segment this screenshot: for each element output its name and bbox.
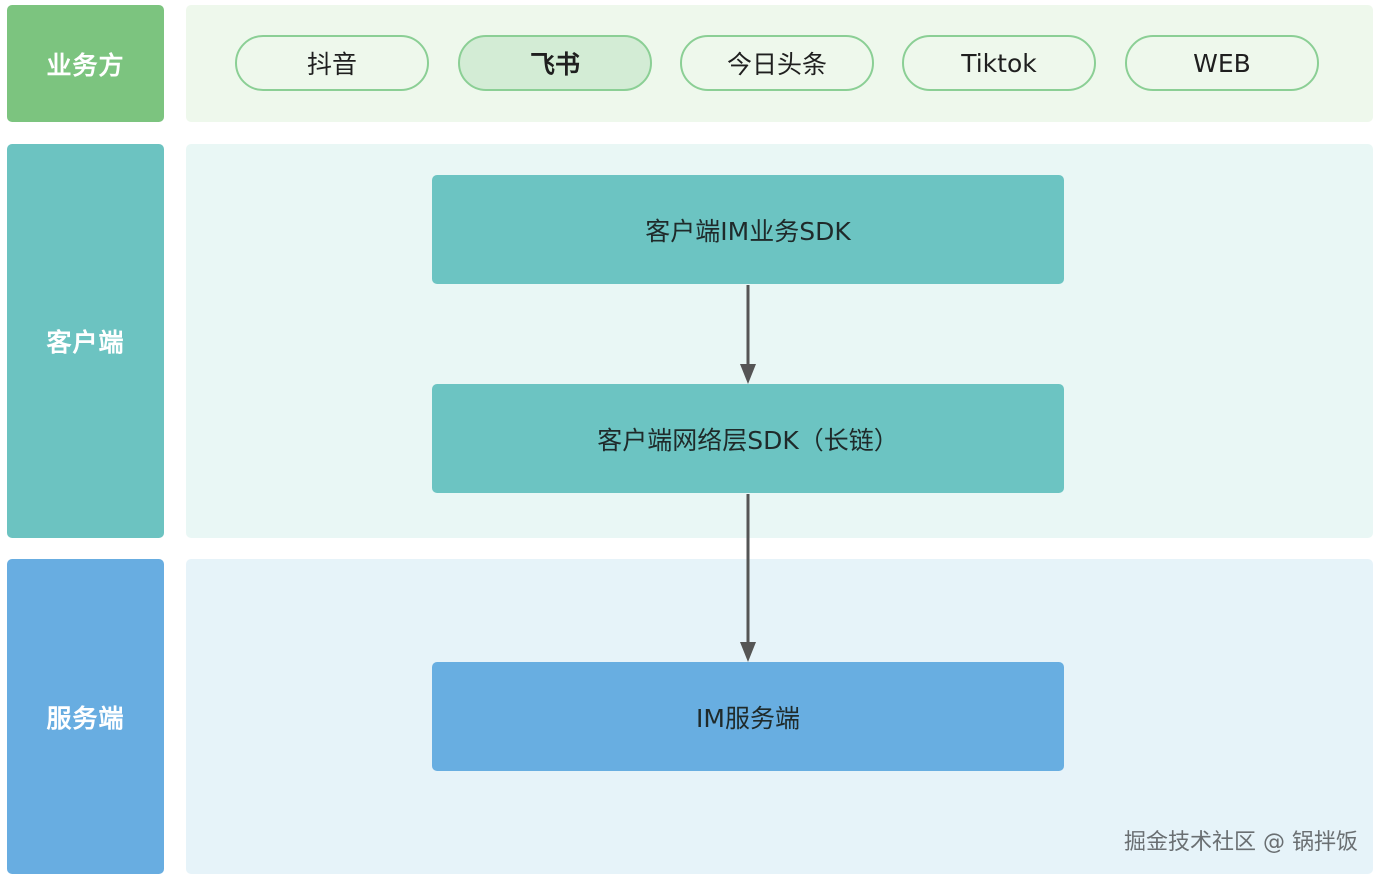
app-pill-douyin: 抖音 xyxy=(235,35,429,91)
watermark: 掘金技术社区 @ 锅拌饭 xyxy=(1124,830,1358,855)
app-pill-feishu: 飞书 xyxy=(458,35,652,91)
app-pill-web: WEB xyxy=(1125,35,1319,91)
app-pill-tiktok: Tiktok xyxy=(902,35,1096,91)
layer-label-client: 客户端 xyxy=(7,144,164,538)
client-network-sdk-box: 客户端网络层SDK（长链） xyxy=(432,384,1064,493)
client-im-sdk-box: 客户端IM业务SDK xyxy=(432,175,1064,284)
app-pill-toutiao: 今日头条 xyxy=(680,35,874,91)
layer-label-business: 业务方 xyxy=(7,5,164,122)
layer-label-server: 服务端 xyxy=(7,559,164,874)
im-server-box: IM服务端 xyxy=(432,662,1064,771)
